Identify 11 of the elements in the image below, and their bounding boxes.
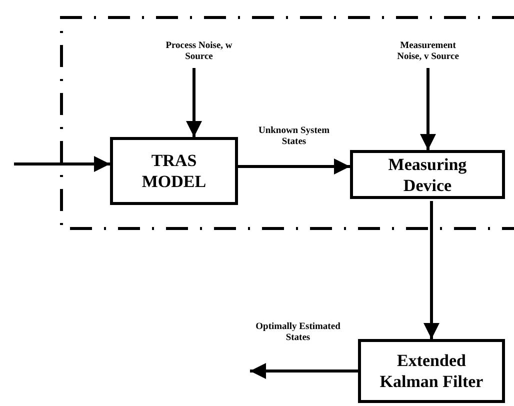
arrow [14,156,110,172]
process-box: TRAS MODEL [110,137,238,205]
arrow [250,363,358,379]
noise-source-label: Process Noise, w Source [150,38,248,66]
arrow [186,68,202,137]
process-box: Measuring Device [350,150,505,199]
noise-source-label: Measurement Noise, v Source [390,38,466,66]
arrow [424,201,440,339]
arrow [420,68,436,150]
process-box: Extended Kalman Filter [358,339,505,403]
arrow [238,158,350,174]
